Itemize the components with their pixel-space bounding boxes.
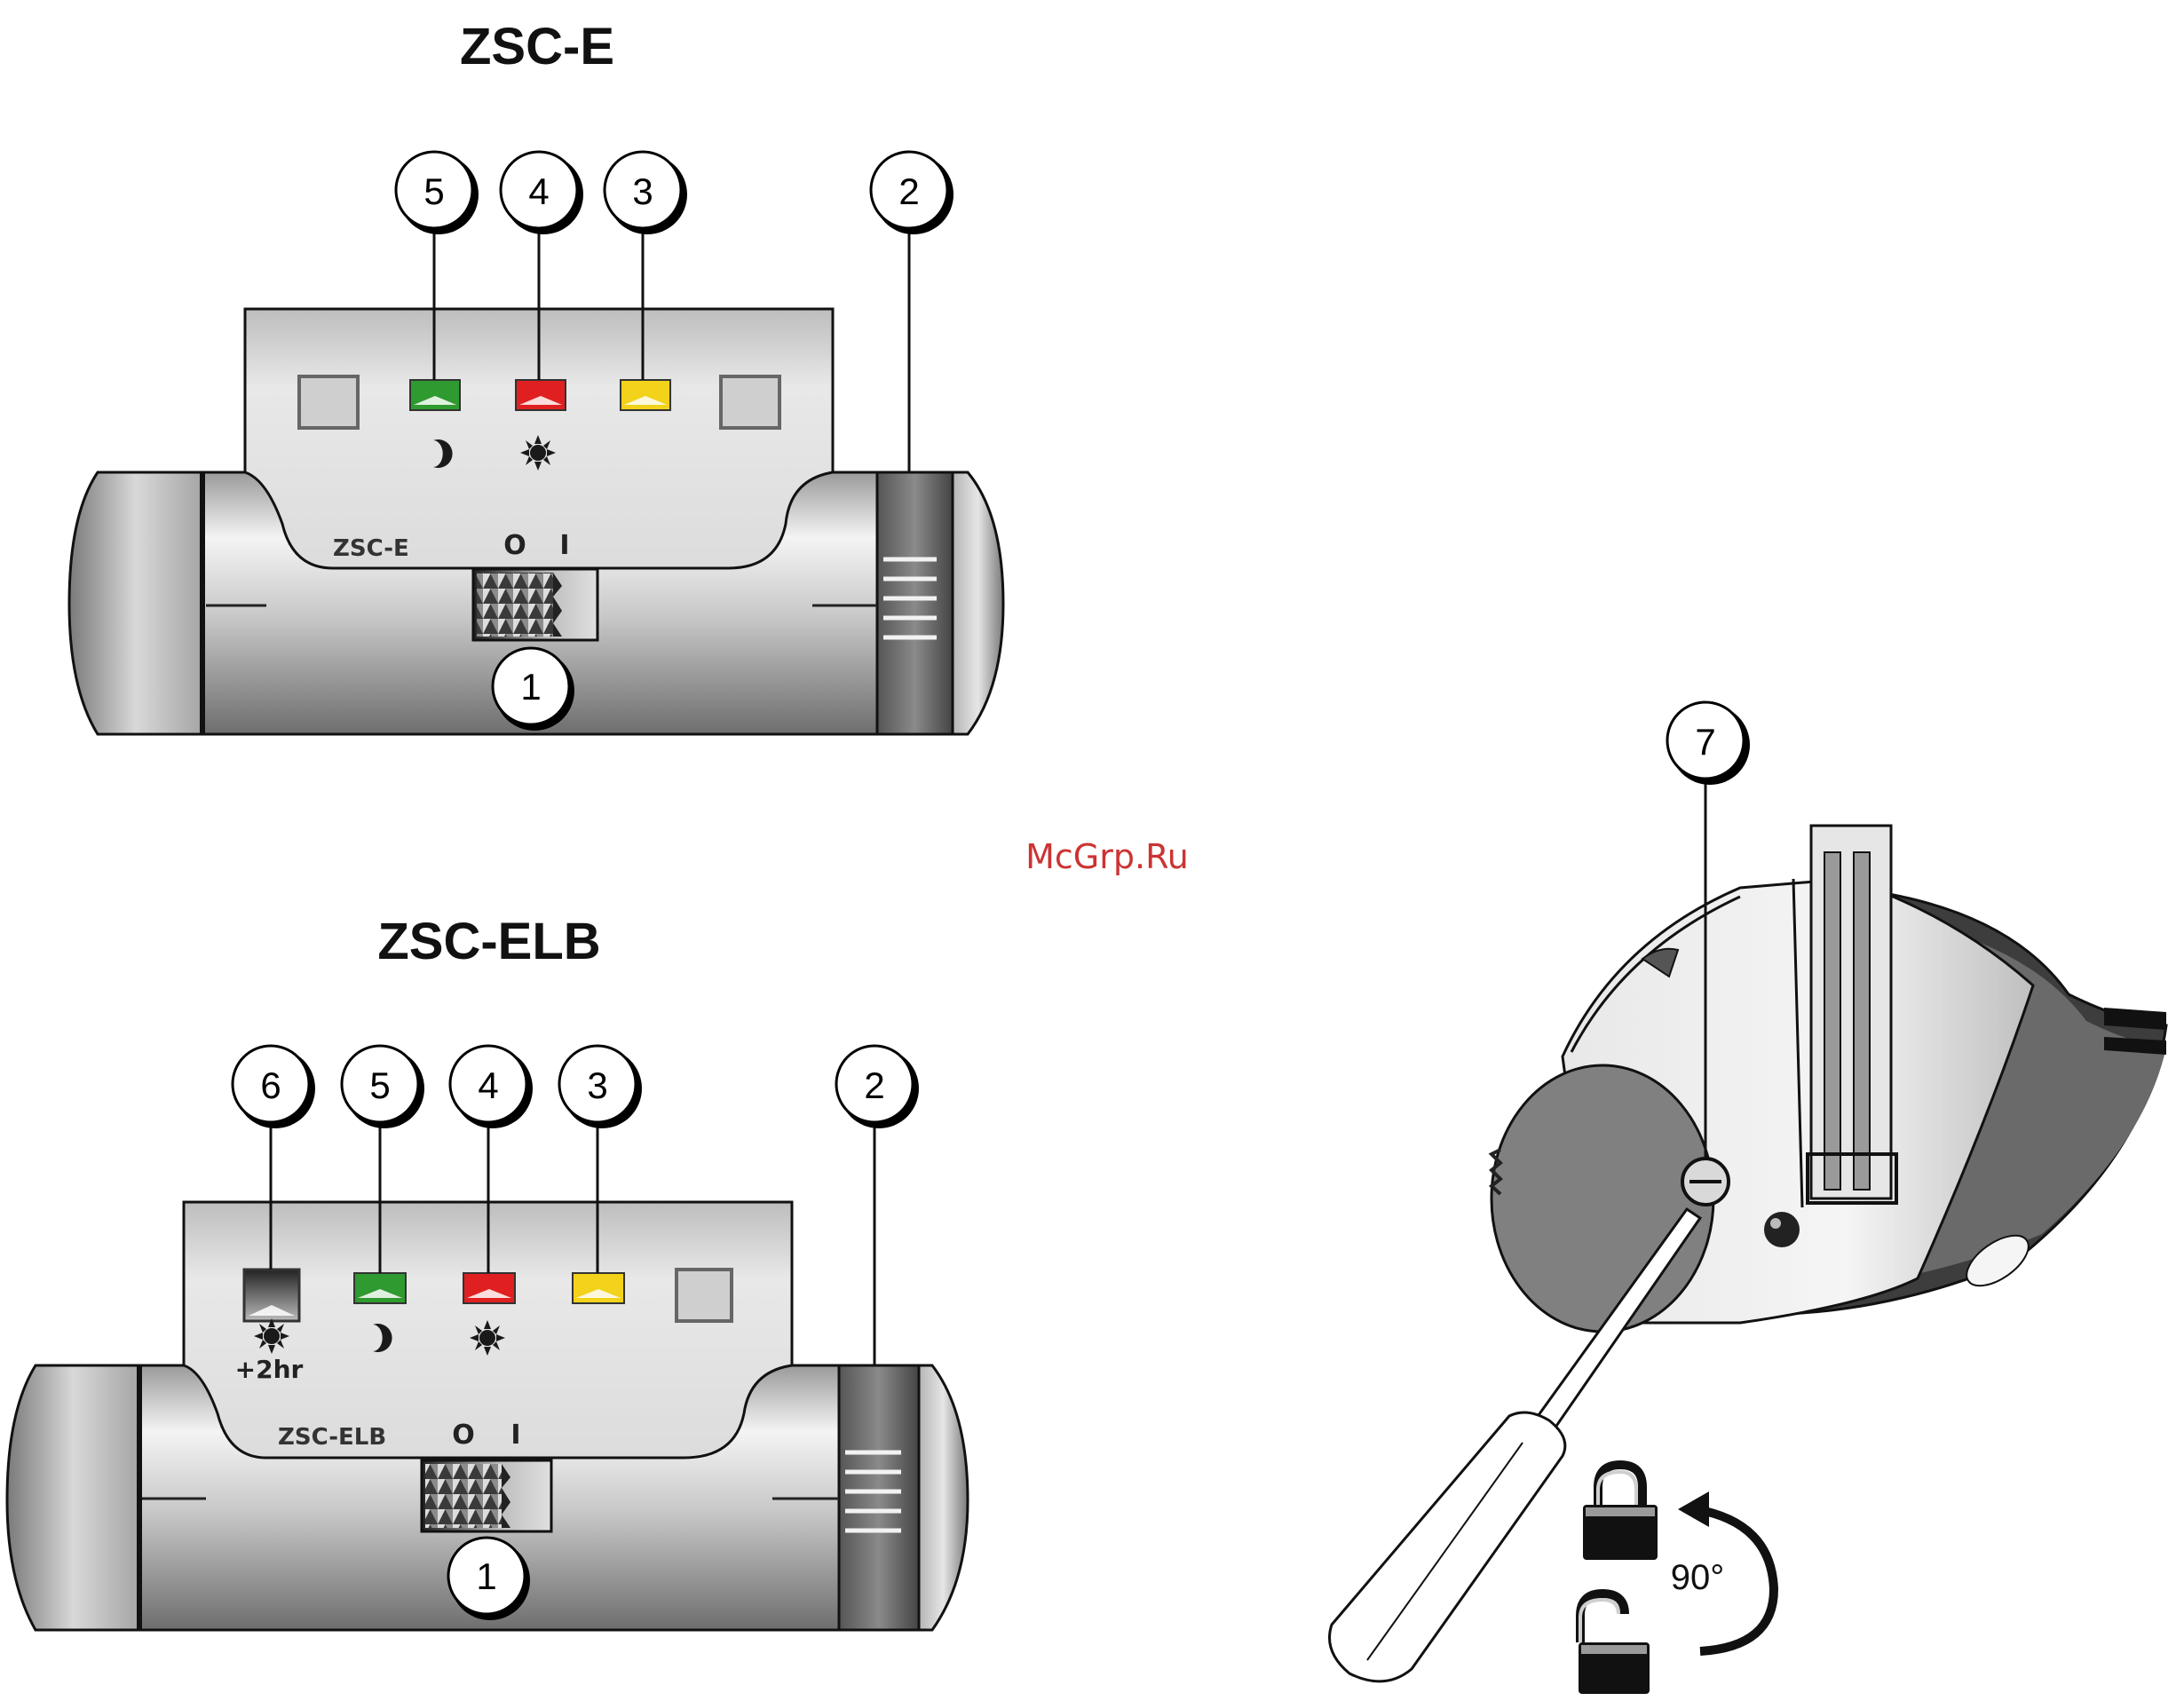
- padlock-open-icon: [1579, 1594, 1650, 1694]
- callout-5: 5: [396, 152, 479, 234]
- indicator-red: [516, 380, 566, 410]
- switch-off-symbol: O: [452, 1420, 475, 1451]
- svg-text:4: 4: [528, 170, 549, 212]
- diagram-title: ZSC-ELB: [377, 913, 600, 970]
- left-end-cap: [7, 1365, 139, 1630]
- svg-text:3: 3: [632, 170, 653, 212]
- slide-switch[interactable]: [473, 569, 597, 640]
- svg-text:1: 1: [476, 1555, 496, 1597]
- callout-3: 3: [605, 152, 687, 234]
- rotary-dial[interactable]: [839, 1365, 919, 1630]
- switch-off-symbol: O: [503, 530, 526, 561]
- ball-bearing: [1764, 1212, 1800, 1247]
- slide-switch[interactable]: [422, 1460, 551, 1531]
- callout-2: 2: [871, 152, 954, 234]
- indicator-blank-left: [299, 376, 358, 428]
- watermark: McGrp.Ru: [1025, 837, 1189, 876]
- callout-3: 3: [559, 1046, 642, 1128]
- callout-7: 7: [1667, 702, 1750, 785]
- panel-model-label: ZSC-E: [333, 535, 409, 562]
- right-end-cap: [919, 1365, 968, 1630]
- lock-cylinder: [1492, 1065, 1713, 1332]
- svg-text:1: 1: [520, 666, 541, 708]
- indicator-red: [463, 1273, 515, 1303]
- svg-text:2: 2: [864, 1064, 884, 1106]
- side-view-lock: 7 90°: [1330, 702, 2167, 1694]
- svg-text:5: 5: [369, 1064, 390, 1106]
- indicator-yellow: [573, 1273, 624, 1303]
- sun-icon: [470, 1320, 505, 1356]
- sun-icon: [254, 1318, 289, 1354]
- callout-2: 2: [836, 1046, 919, 1128]
- diagram-title: ZSC-E: [460, 18, 614, 75]
- callout-6: 6: [233, 1046, 315, 1128]
- indicator-green: [410, 380, 460, 410]
- switch-on-symbol: I: [559, 530, 569, 561]
- svg-text:3: 3: [587, 1064, 607, 1106]
- callout-4: 4: [501, 152, 583, 234]
- indicator-yellow: [621, 380, 670, 410]
- indicator-green: [354, 1273, 406, 1303]
- svg-text:4: 4: [478, 1064, 498, 1106]
- device-zsc-elb: ZSC-ELB: [7, 913, 968, 1630]
- svg-text:5: 5: [423, 170, 444, 212]
- svg-text:6: 6: [260, 1064, 281, 1106]
- device-zsc-e: ZSC-E: [69, 18, 1003, 734]
- rotation-angle-label: 90°: [1671, 1558, 1725, 1597]
- time-offset-label: +2hr: [235, 1355, 304, 1384]
- rotary-dial[interactable]: [877, 472, 953, 734]
- callout-4: 4: [450, 1046, 533, 1128]
- padlock-closed-icon: [1583, 1465, 1658, 1560]
- left-end-cap: [69, 472, 202, 734]
- right-end-cap: [953, 472, 1003, 734]
- callout-5: 5: [342, 1046, 424, 1128]
- lock-screw: [1682, 1159, 1729, 1205]
- svg-text:7: 7: [1695, 721, 1715, 763]
- switch-on-symbol: I: [510, 1420, 520, 1451]
- panel-model-label: ZSC-ELB: [278, 1424, 386, 1451]
- svg-text:2: 2: [898, 170, 919, 212]
- sun-icon: [520, 435, 556, 471]
- indicator-blank-right: [721, 376, 779, 428]
- indicator-blank-right: [677, 1270, 732, 1321]
